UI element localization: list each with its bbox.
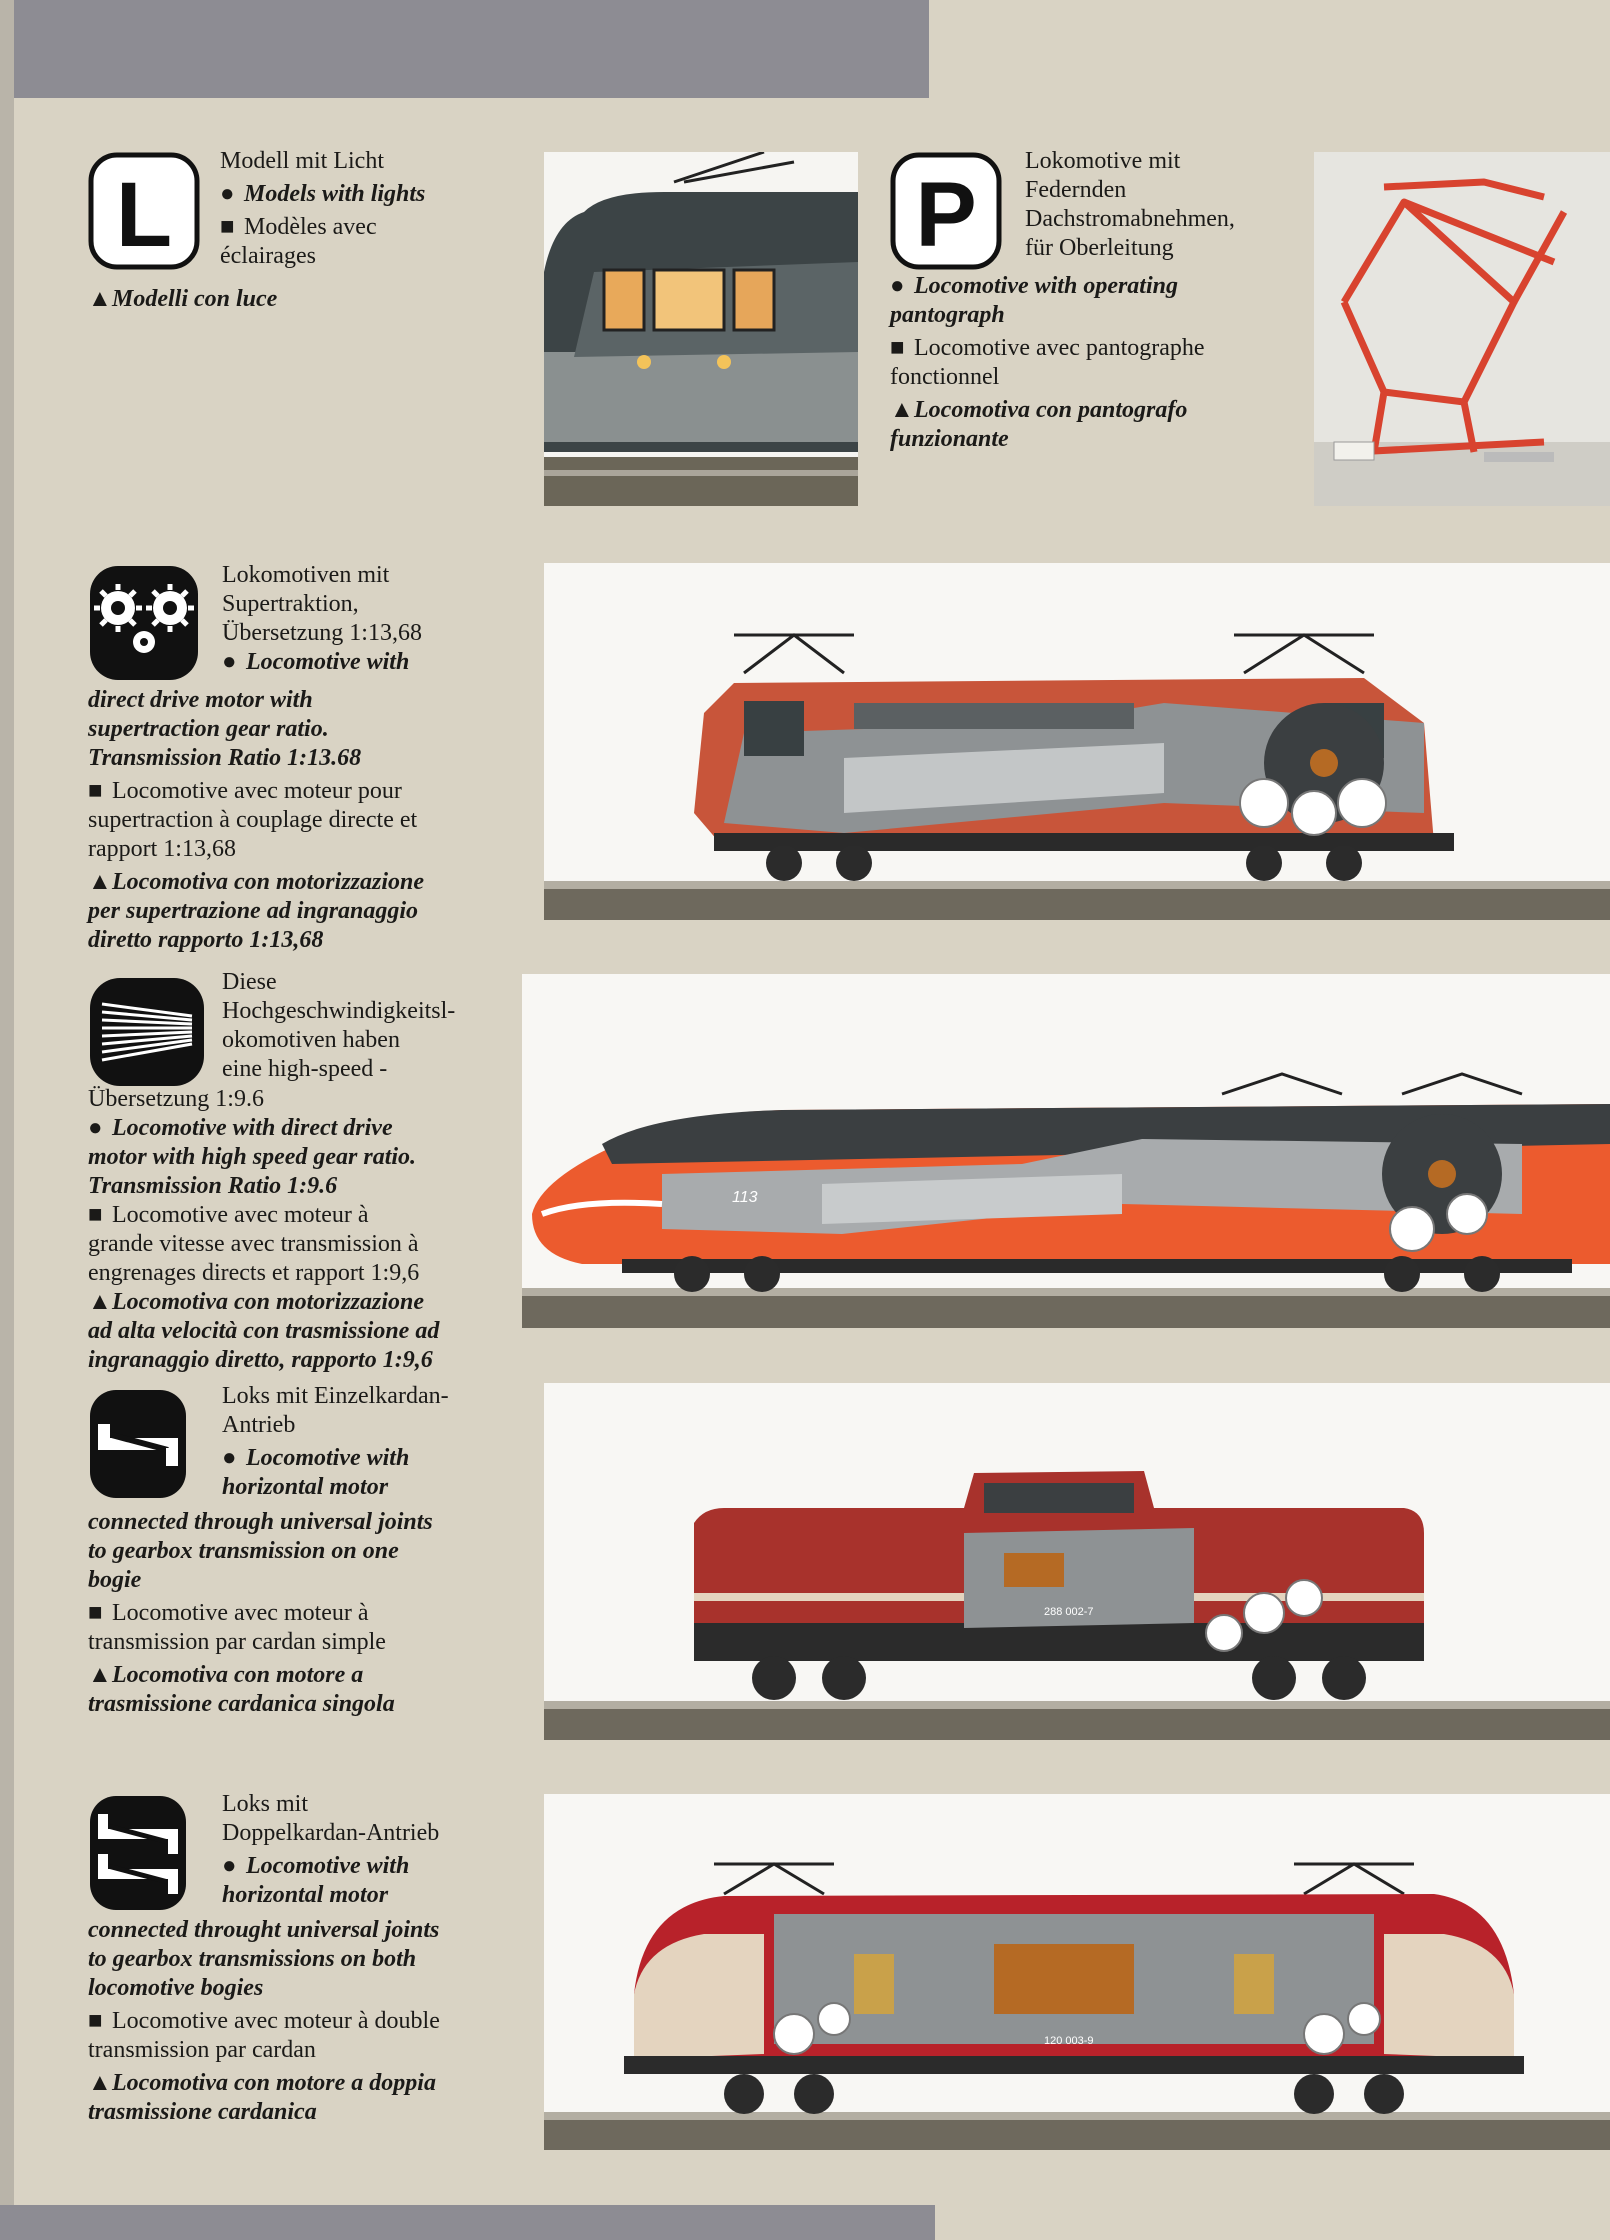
pantograph-it-2: funzionante: [890, 426, 1009, 452]
photo-highspeed-tgv: 113: [522, 974, 1610, 1328]
double-cardan-en-4: to gearbox transmissions on both: [88, 1946, 417, 1972]
single-cardan-en-1: ●Locomotive with: [222, 1445, 410, 1471]
highspeed-de-3: okomotiven haben: [222, 1027, 400, 1053]
pantograph-en-2: pantograph: [890, 302, 1005, 328]
double-cardan-en-5: locomotive bogies: [88, 1975, 264, 2001]
speed-lines-icon: [88, 976, 206, 1088]
highspeed-it-3: ingranaggio diretto, rapporto 1:9,6: [88, 1347, 433, 1373]
single-cardan-it-2: trasmissione cardanica singola: [88, 1691, 395, 1717]
single-cardan-de-2: Antrieb: [222, 1412, 296, 1438]
highspeed-it: ▲Locomotiva con motorizzazione: [88, 1289, 424, 1315]
photo-single-cardan-diesel: 288 002-7: [544, 1383, 1610, 1740]
supertraction-fr: ■Locomotive avec moteur pour: [88, 778, 402, 804]
legend-double-cardan-de: Loks mit Doppelkardan-Antrieb ●Locomotiv…: [222, 1790, 522, 1910]
lights-icon-letter: L: [116, 164, 172, 266]
single-cardan-icon: [88, 1388, 188, 1500]
lights-it: ▲Modelli con luce: [88, 286, 278, 312]
lights-de: Modell mit Licht: [220, 148, 384, 174]
highspeed-de-4: eine high-speed -: [222, 1056, 388, 1082]
double-cardan-it: ▲Locomotiva con motore a doppia: [88, 2070, 436, 2096]
supertraction-it-3: diretto rapporto 1:13,68: [88, 927, 324, 953]
supertraction-de-3: Übersetzung 1:13,68: [222, 620, 422, 646]
supertraction-de-2: Supertraktion,: [222, 591, 359, 617]
legend-supertraction: direct drive motor with supertraction ge…: [88, 686, 528, 959]
pantograph-icon-letter: P: [915, 164, 976, 266]
single-cardan-en-4: to gearbox transmission on one: [88, 1538, 399, 1564]
supertraction-en-4: Transmission Ratio 1:13.68: [88, 745, 362, 771]
double-cardan-fr: ■Locomotive avec moteur à double: [88, 2008, 440, 2034]
lights-fr-2: éclairages: [220, 243, 316, 269]
photo-railcar-lights: [544, 152, 858, 506]
highspeed-fr: ■Locomotive avec moteur à: [88, 1202, 369, 1228]
highspeed-en-3: Transmission Ratio 1:9.6: [88, 1173, 338, 1199]
supertraction-de-1: Lokomotiven mit: [222, 562, 390, 588]
legend-highspeed-de: Diese Hochgeschwindigkeitsl- okomotiven …: [222, 968, 492, 1084]
legend-highspeed: Übersetzung 1:9.6 ●Locomotive with direc…: [88, 1085, 528, 1375]
highspeed-de-5: Übersetzung 1:9.6: [88, 1086, 264, 1112]
electric-number: 120 003-9: [1044, 2035, 1094, 2047]
pantograph-icon: P: [890, 152, 1002, 270]
highspeed-fr-3: engrenages directs et rapport 1:9,6: [88, 1260, 420, 1286]
pantograph-de-3: Dachstromabnehmen,: [1025, 206, 1235, 232]
supertraction-it-2: per supertrazione ad ingranaggio: [88, 898, 419, 924]
supertraction-en-2: direct drive motor with: [88, 687, 313, 713]
highspeed-en-2: motor with high speed gear ratio.: [88, 1144, 417, 1170]
highspeed-en: ●Locomotive with direct drive: [88, 1115, 393, 1141]
tgv-number: 113: [732, 1189, 758, 1206]
legend-pantograph: ●Locomotive with operating pantograph ■L…: [890, 272, 1310, 458]
highspeed-it-2: ad alta velocità con trasmissione ad: [88, 1318, 440, 1344]
gear-icon: [88, 564, 200, 682]
supertraction-fr-3: rapport 1:13,68: [88, 836, 236, 862]
single-cardan-fr-2: transmission par cardan simple: [88, 1629, 386, 1655]
photo-supertraction-loco: [544, 563, 1610, 920]
double-cardan-icon: [88, 1794, 188, 1912]
legend-single-cardan-de: Loks mit Einzelkardan- Antrieb ●Locomoti…: [222, 1382, 522, 1502]
double-cardan-de-1: Loks mit: [222, 1791, 309, 1817]
pantograph-en: ●Locomotive with operating: [890, 273, 1178, 299]
single-cardan-it: ▲Locomotiva con motore a: [88, 1662, 364, 1688]
single-cardan-en-3: connected through universal joints: [88, 1509, 433, 1535]
supertraction-it: ▲Locomotiva con motorizzazione: [88, 869, 424, 895]
single-cardan-en-5: bogie: [88, 1567, 142, 1593]
pantograph-de-2: Federnden: [1025, 177, 1127, 203]
supertraction-en-1: ●Locomotive with: [222, 649, 410, 675]
legend-pantograph-de: Lokomotive mit Federnden Dachstromabnehm…: [1025, 147, 1305, 263]
photo-pantograph: [1314, 152, 1610, 506]
double-cardan-en-1: ●Locomotive with: [222, 1853, 410, 1879]
double-cardan-en-3: connected throught universal joints: [88, 1917, 440, 1943]
header-band: [14, 0, 929, 98]
legend-lights: Modell mit Licht ●Models with lights ■Mo…: [220, 147, 550, 275]
pantograph-it: ▲Locomotiva con pantografo: [890, 397, 1188, 423]
highspeed-de-2: Hochgeschwindigkeitsl-: [222, 998, 456, 1024]
lights-icon: L: [88, 152, 200, 270]
page-edge: [0, 0, 14, 2240]
legend-single-cardan: connected through universal joints to ge…: [88, 1508, 528, 1723]
highspeed-fr-2: grande vitesse avec transmission à: [88, 1231, 419, 1257]
single-cardan-en-2: horizontal motor: [222, 1474, 389, 1500]
legend-supertraction-de: Lokomotiven mit Supertraktion, Übersetzu…: [222, 561, 522, 677]
legend-double-cardan: connected throught universal joints to g…: [88, 1916, 548, 2131]
highspeed-de-1: Diese: [222, 969, 277, 995]
pantograph-de-1: Lokomotive mit: [1025, 148, 1181, 174]
double-cardan-fr-2: transmission par cardan: [88, 2037, 316, 2063]
double-cardan-de-2: Doppelkardan-Antrieb: [222, 1820, 440, 1846]
pantograph-fr: ■Locomotive avec pantographe: [890, 335, 1205, 361]
supertraction-fr-2: supertraction à couplage directe et: [88, 807, 418, 833]
double-cardan-en-2: horizontal motor: [222, 1882, 389, 1908]
pantograph-de-4: für Oberleitung: [1025, 235, 1174, 261]
lights-fr: ■Modèles avec: [220, 214, 377, 240]
single-cardan-de-1: Loks mit Einzelkardan-: [222, 1383, 449, 1409]
diesel-number: 288 002-7: [1044, 1606, 1094, 1618]
photo-double-cardan-electric: 120 003-9: [544, 1794, 1610, 2150]
supertraction-en-3: supertraction gear ratio.: [88, 716, 329, 742]
footer-band: [0, 2205, 935, 2240]
single-cardan-fr: ■Locomotive avec moteur à: [88, 1600, 369, 1626]
pantograph-fr-2: fonctionnel: [890, 364, 1000, 390]
double-cardan-it-2: trasmissione cardanica: [88, 2099, 317, 2125]
lights-en: ●Models with lights: [220, 181, 426, 207]
